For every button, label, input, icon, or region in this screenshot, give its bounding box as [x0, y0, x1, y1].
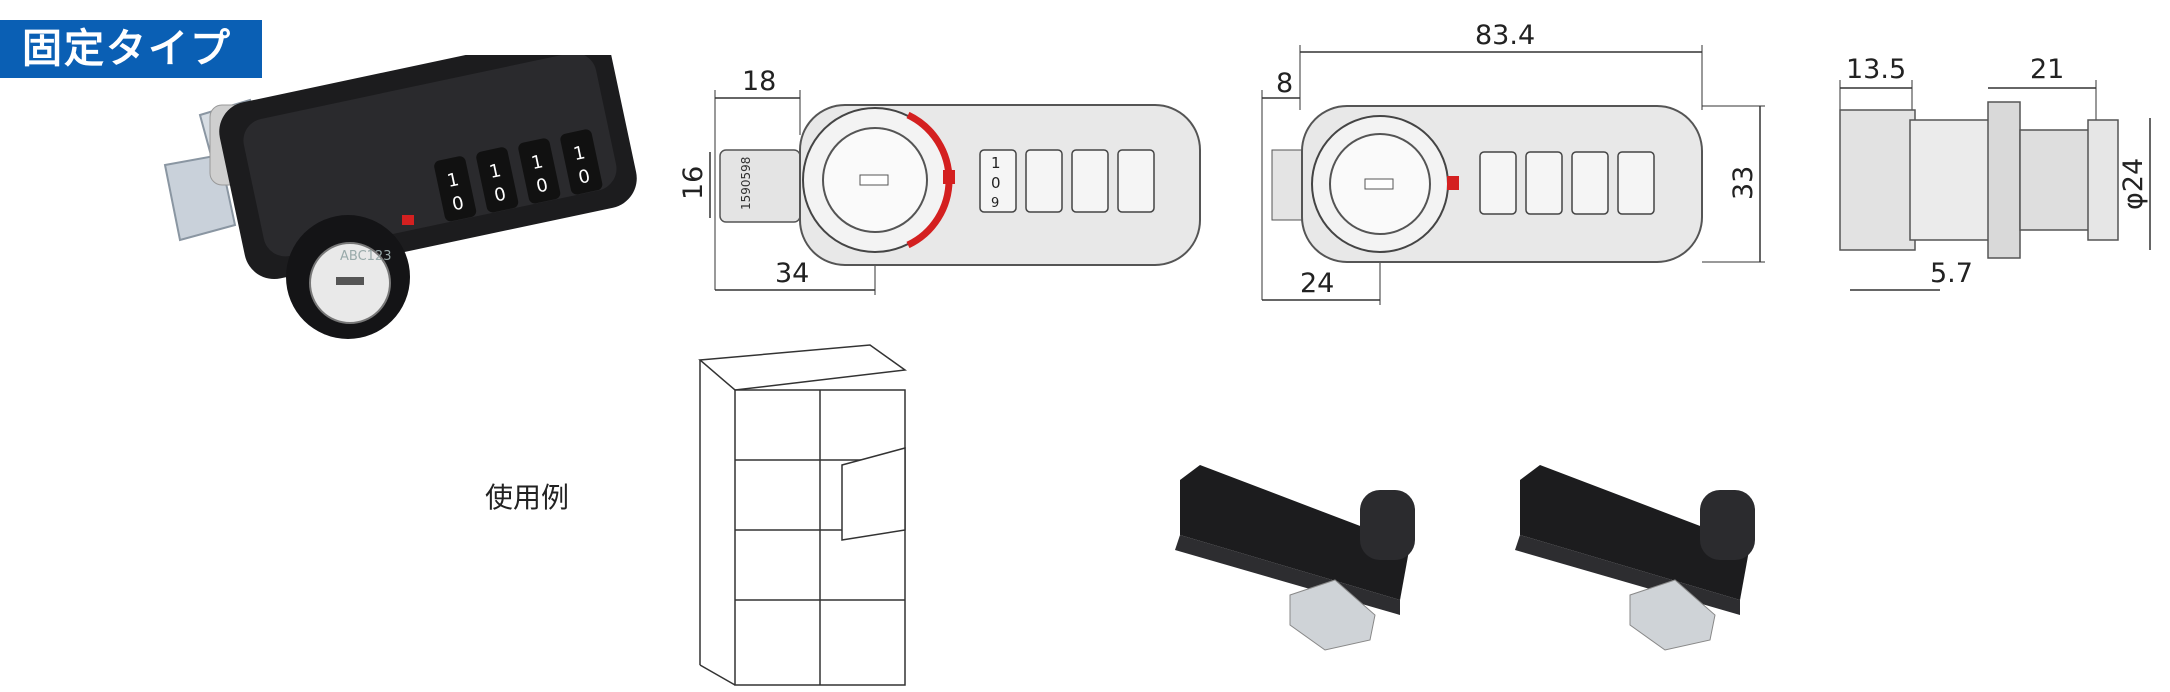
dim-24: 24 [1300, 268, 1334, 299]
front-dial-digit-0: 0 [991, 174, 1001, 192]
dim-18: 18 [742, 66, 776, 97]
dim-13-5: 13.5 [1846, 54, 1906, 85]
side-view-drawing: 13.5 21 φ24 5.7 [1839, 54, 2151, 291]
rear-view-drawing: 83.4 8 33 24 [1261, 20, 1765, 305]
lock-rear-photo-2 [1515, 465, 1755, 651]
front-dial-digit-9: 9 [991, 196, 999, 211]
photo-dial-0: 0 [450, 193, 466, 216]
photo-dial-1: 1 [445, 169, 461, 192]
svg-text:0: 0 [492, 184, 508, 207]
svg-text:0: 0 [577, 166, 593, 189]
svg-text:1: 1 [487, 160, 503, 183]
photo-key-text: ABC123 [340, 249, 391, 264]
front-dial-digit-1: 1 [991, 154, 1001, 172]
dim-16: 16 [680, 166, 709, 200]
type-badge: 固定タイプ [0, 20, 262, 78]
product-photo: 1 0 10 10 10 ABC123 [163, 55, 637, 339]
dim-21: 21 [2030, 54, 2064, 85]
svg-text:1: 1 [529, 151, 545, 174]
dim-34: 34 [775, 258, 809, 289]
lock-rear-photo-1 [1175, 465, 1415, 651]
dim-diameter: φ24 [2118, 158, 2149, 210]
svg-text:0: 0 [534, 175, 550, 198]
dim-8: 8 [1276, 68, 1293, 99]
dim-5-7: 5.7 [1930, 258, 1973, 289]
plate-text: 1590598 [739, 157, 753, 210]
dim-33: 33 [1728, 166, 1759, 200]
front-view-drawing: 18 16 34 1590598 1 0 9 [680, 66, 1201, 295]
usage-label: 使用例 [485, 481, 570, 514]
svg-text:1: 1 [572, 142, 588, 165]
locker-diagram [698, 344, 908, 686]
dim-83-4: 83.4 [1475, 20, 1535, 51]
